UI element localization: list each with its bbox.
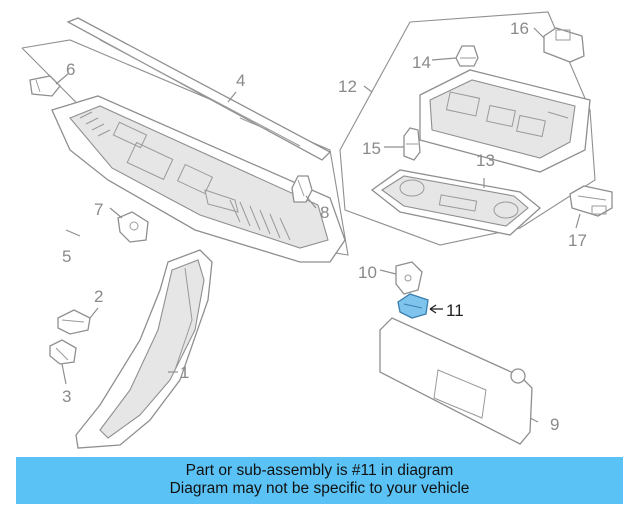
part-8-hook (291, 175, 313, 203)
callout-12: 12 (338, 77, 357, 96)
callout-8: 8 (320, 203, 329, 222)
callout-1: 1 (180, 363, 189, 382)
callout-7: 7 (94, 200, 103, 219)
part-17-connector (569, 185, 613, 217)
part-1-pillar-trim (75, 249, 213, 449)
part-3-clip (49, 339, 77, 365)
part-5-side-trim (51, 95, 346, 263)
part-12-console-bezel (419, 69, 591, 173)
callout-13: 13 (476, 151, 495, 170)
part-6-clip (29, 75, 61, 97)
part-15-bulb (403, 127, 421, 161)
callout-3: 3 (62, 387, 71, 406)
callout-11: 11 (446, 301, 464, 320)
banner-line-2: Diagram may not be specific to your vehi… (169, 480, 470, 497)
callout-14: 14 (412, 53, 431, 72)
callout-10: 10 (358, 263, 377, 282)
info-banner: Part or sub-assembly is #11 in diagram D… (16, 457, 623, 504)
part-14-bulb (455, 45, 479, 67)
callout-5: 5 (62, 247, 71, 266)
part-11-highlighted-clip (397, 293, 429, 319)
part-2-clip (57, 309, 91, 335)
part-4-trim-strip (66, 17, 332, 161)
leader-lines (55, 27, 581, 423)
part-10-bracket (395, 261, 423, 295)
parts-diagram: 1 2 3 4 5 6 7 8 9 10 11 12 13 14 15 16 1… (21, 11, 613, 449)
callout-9: 9 (550, 415, 559, 434)
part-13-lamp-housing (370, 169, 542, 236)
banner-line-1: Part or sub-assembly is #11 in diagram (185, 462, 454, 479)
callout-4: 4 (236, 71, 245, 90)
callout-17: 17 (568, 231, 587, 250)
callout-2: 2 (94, 287, 103, 306)
callout-6: 6 (66, 60, 75, 79)
part-16-switch (543, 27, 585, 63)
callout-16: 16 (510, 19, 529, 38)
part-7-clip (117, 211, 149, 243)
part-9-sun-visor (379, 317, 533, 445)
callout-15: 15 (362, 139, 381, 158)
